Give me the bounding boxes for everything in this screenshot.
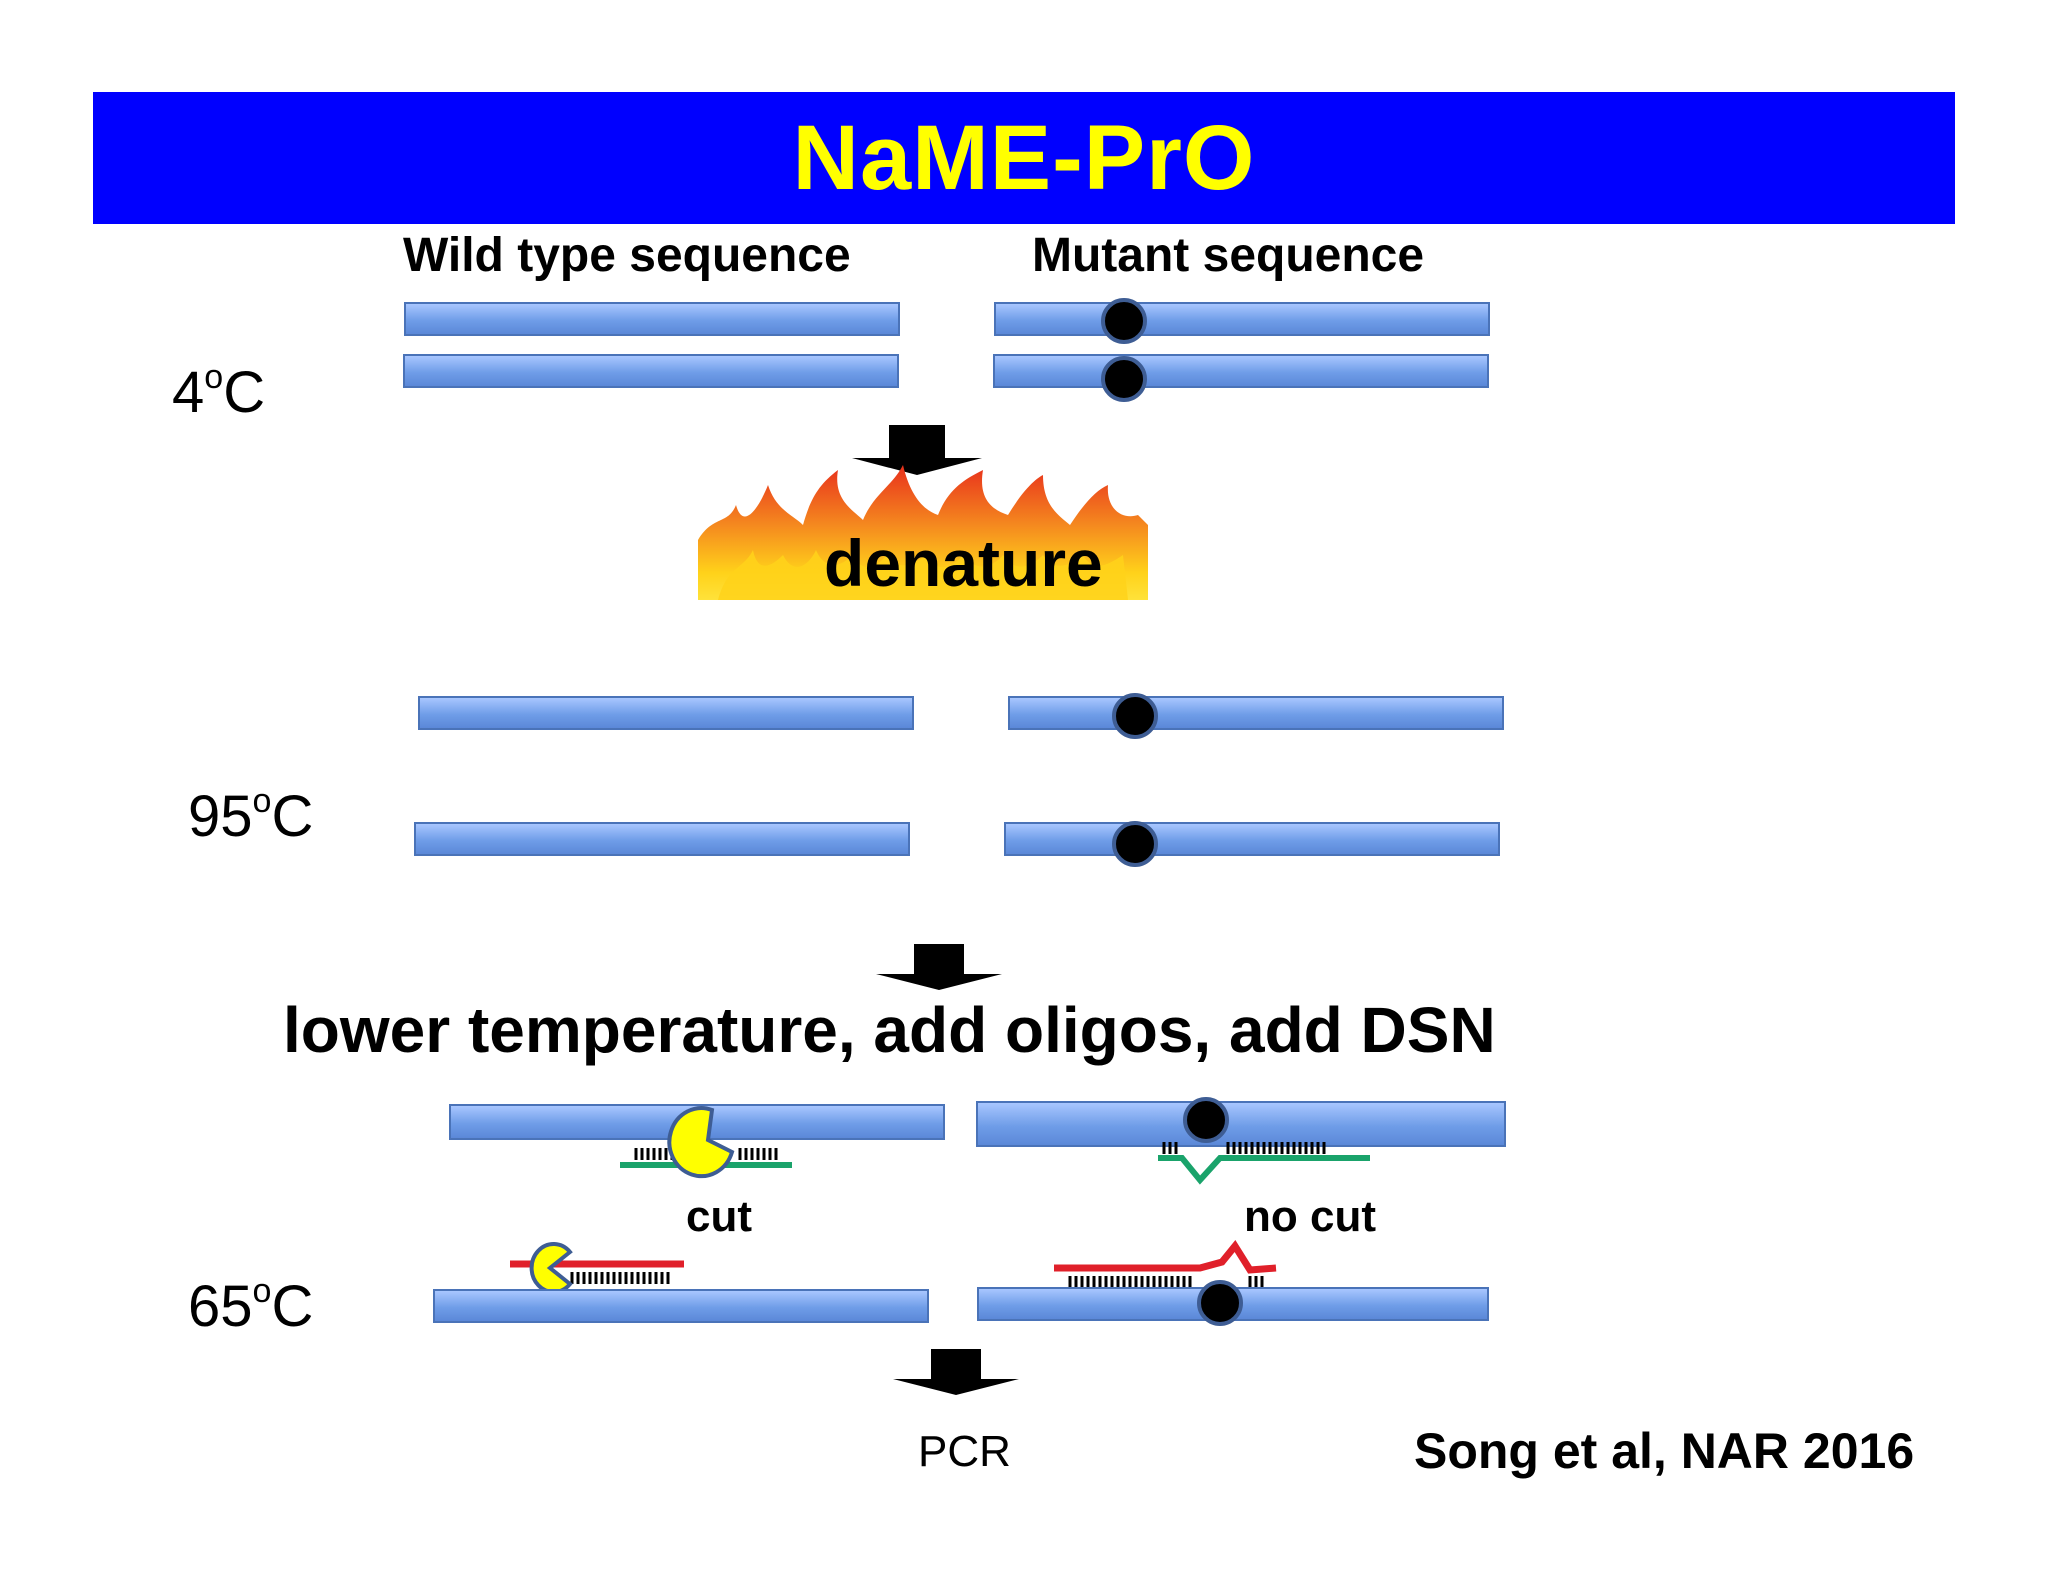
mut-oligo-green	[1158, 1142, 1370, 1185]
wt-oligo-green	[620, 1148, 792, 1168]
mutation-dot-icon	[1101, 298, 1147, 344]
down-arrow-icon	[852, 425, 982, 475]
wt-strand-a-95c	[418, 696, 914, 730]
temp-95c: 95oC	[188, 782, 314, 849]
mut-strand-bottom-4c	[993, 354, 1489, 388]
pcr-label: PCR	[918, 1427, 1011, 1476]
mut-oligo-red	[1054, 1239, 1277, 1288]
down-arrow-icon	[893, 1349, 1019, 1395]
mut-strand-nocut	[976, 1101, 1506, 1147]
pacman-dsn-icon	[529, 1242, 573, 1294]
cut-label: cut	[686, 1192, 752, 1241]
mutant-header: Mutant sequence	[1032, 229, 1425, 282]
denature-label: denature	[824, 526, 1103, 600]
mut-strand-top-4c	[994, 302, 1490, 336]
wt-strand-65c	[433, 1289, 929, 1323]
mutation-dot-icon	[1112, 693, 1158, 739]
mutation-dot-icon	[1101, 356, 1147, 402]
mut-strand-b-95c	[1004, 822, 1500, 856]
mutation-dot-icon	[1183, 1097, 1229, 1143]
page-title: NaME-PrO	[792, 106, 1256, 209]
mutation-dot-icon	[1197, 1280, 1243, 1326]
temp-65c: 65oC	[188, 1272, 314, 1339]
wt-strand-b-95c	[414, 822, 910, 856]
lower-temperature-label: lower temperature, add oligos, add DSN	[283, 994, 1496, 1066]
down-arrow-icon	[876, 944, 1002, 990]
citation-label: Song et al, NAR 2016	[1414, 1423, 1915, 1479]
no-cut-label: no cut	[1244, 1192, 1376, 1241]
temp-4c: 4oC	[172, 358, 266, 425]
fire-icon	[698, 465, 1148, 600]
pacman-dsn-icon	[667, 1106, 735, 1179]
wild-type-header: Wild type sequence	[403, 229, 851, 282]
wt-strand-top-4c	[404, 302, 900, 336]
mutation-dot-icon	[1112, 821, 1158, 867]
mut-strand-a-95c	[1008, 696, 1504, 730]
wt-strand-bottom-4c	[403, 354, 899, 388]
title-bar: NaME-PrO	[93, 92, 1955, 224]
